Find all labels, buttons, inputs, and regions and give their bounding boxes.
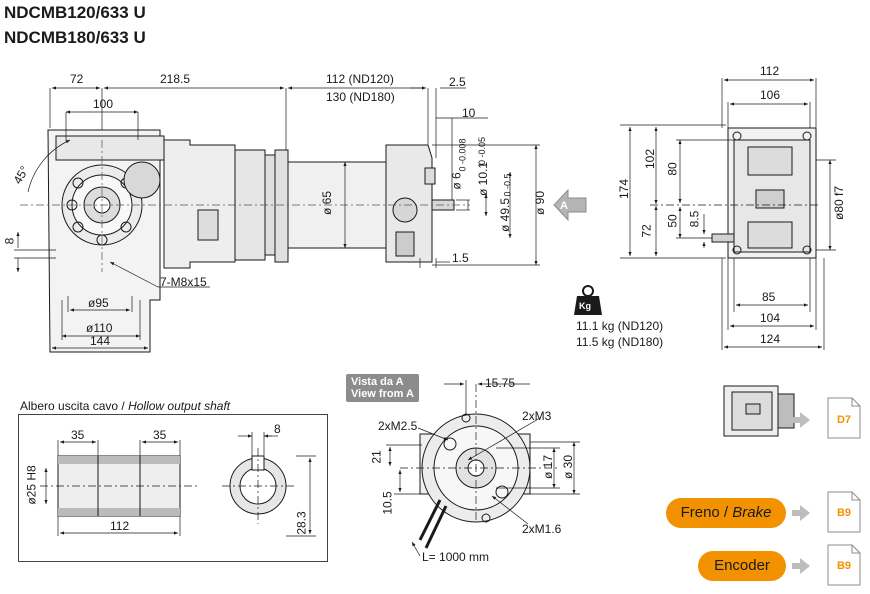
option-ref-d7[interactable]: D7 [836, 414, 852, 426]
end-dim-106: 106 [760, 88, 781, 102]
dim-phi-49-5: ø 49.5 [498, 197, 513, 233]
weight-nd120: 11.1 kg (ND120) [576, 319, 664, 333]
dim-72: 72 [70, 72, 84, 86]
document-icon-b9-brake [827, 491, 861, 533]
dim-112-nd120: 112 (ND120) [326, 72, 394, 86]
end-dim-174: 174 [617, 178, 632, 200]
weight-icon-label: Kg [579, 301, 591, 311]
side-view-dimensions [14, 86, 540, 350]
dim-phi-6: ø 6 [449, 172, 464, 190]
view-a-cable-length: L= 1000 mm [422, 550, 490, 564]
view-a-dim-15-75: 15.75 [485, 376, 516, 390]
view-a-badge: Vista da A View from A [346, 374, 419, 402]
dim-phi-49-5-tolerance: 0 -0.5 [502, 173, 513, 197]
title-line-2: NDCMB180/633 U [4, 28, 146, 47]
view-a-dimensions [386, 380, 580, 557]
end-dim-104: 104 [760, 311, 781, 325]
brake-label-en: Brake [732, 504, 772, 521]
end-dim-phi-80-f7: ø80 f7 [832, 185, 847, 221]
side-view-centerlines [20, 140, 470, 272]
view-a-badge-en: View from A [351, 388, 414, 400]
hollow-shaft-caption-en: Hollow output shaft [128, 399, 231, 413]
hollow-dim-phi-25-h8: ø25 H8 [24, 465, 39, 505]
view-a-dim-phi-17: ø 17 [541, 454, 556, 480]
brake-option-button[interactable]: Freno / Brake [666, 498, 786, 528]
hollow-shaft-caption-it: Albero uscita cavo / [20, 399, 129, 413]
option-ref-b9-brake[interactable]: B9 [836, 507, 852, 519]
dim-phi-6-tolerance: 0 -0.008 [457, 138, 468, 172]
dim-phi-10-1: ø 10.1 [476, 161, 491, 197]
end-dim-124: 124 [760, 332, 781, 346]
hollow-shaft-dimensions [44, 432, 316, 537]
hollow-shaft-drawing [40, 448, 296, 524]
dim-phi-95: ø95 [88, 296, 109, 310]
view-a-thread-2xm3: 2xM3 [522, 409, 552, 423]
weight-icon [574, 285, 602, 315]
dim-8-left: 8 [2, 237, 17, 245]
option-arrows [792, 412, 810, 574]
end-view-dimensions [620, 78, 836, 350]
end-dim-80: 80 [665, 162, 680, 176]
dim-10: 10 [462, 106, 476, 120]
end-view [711, 127, 817, 259]
view-a-dim-10-5: 10.5 [380, 491, 395, 515]
document-icon-b9-encoder [827, 544, 861, 586]
dim-thread-7-m8x15: 7-M8x15 [160, 275, 207, 289]
hollow-shaft-frame [18, 414, 328, 562]
view-arrow-a [553, 188, 587, 222]
title-line-1: NDCMB120/633 U [4, 3, 146, 22]
dim-phi-10-1-tolerance: 0 -0.05 [477, 136, 488, 166]
option-thumbnail [723, 385, 795, 437]
dim-phi-110: ø110 [86, 321, 113, 335]
hollow-dim-8: 8 [274, 422, 281, 436]
hollow-dim-28-3: 28.3 [294, 511, 309, 535]
dim-2-5: 2.5 [449, 75, 466, 89]
view-arrow-label: A [560, 200, 568, 212]
encoder-option-button[interactable]: Encoder [698, 551, 786, 581]
view-a-badge-it: Vista da A [351, 376, 404, 388]
dim-144: 144 [90, 334, 111, 348]
view-a-dim-phi-30: ø 30 [561, 454, 576, 480]
hollow-dim-35-left: 35 [71, 428, 85, 442]
brake-label-it: Freno / [680, 504, 733, 521]
dim-1-5: 1.5 [452, 251, 469, 265]
side-view [47, 129, 455, 353]
hollow-dim-35-right: 35 [153, 428, 167, 442]
end-dim-85: 85 [762, 290, 776, 304]
document-icon-d7 [827, 397, 861, 439]
end-dim-8-5: 8.5 [687, 210, 702, 228]
dim-218-5: 218.5 [160, 72, 191, 86]
dim-phi-90: ø 90 [533, 190, 548, 216]
dim-100: 100 [93, 97, 114, 111]
view-a-dim-21: 21 [369, 450, 384, 464]
dim-phi-65: ø 65 [320, 190, 335, 216]
document-icons [827, 397, 861, 586]
option-ref-b9-encoder[interactable]: B9 [836, 560, 852, 572]
view-a-drawing [418, 413, 531, 549]
view-a-thread-2xm2-5: 2xM2.5 [378, 419, 418, 433]
hollow-dim-112: 112 [110, 519, 130, 533]
end-dim-102: 102 [643, 148, 658, 170]
hollow-shaft-caption: Albero uscita cavo / Hollow output shaft [20, 399, 230, 413]
view-a-thread-2xm1-6: 2xM1.6 [522, 522, 562, 536]
end-dim-72: 72 [639, 224, 654, 238]
end-dim-112: 112 [760, 64, 780, 78]
dim-130-nd180: 130 (ND180) [326, 90, 395, 104]
weight-nd180: 11.5 kg (ND180) [576, 335, 664, 349]
end-dim-50: 50 [665, 214, 680, 228]
